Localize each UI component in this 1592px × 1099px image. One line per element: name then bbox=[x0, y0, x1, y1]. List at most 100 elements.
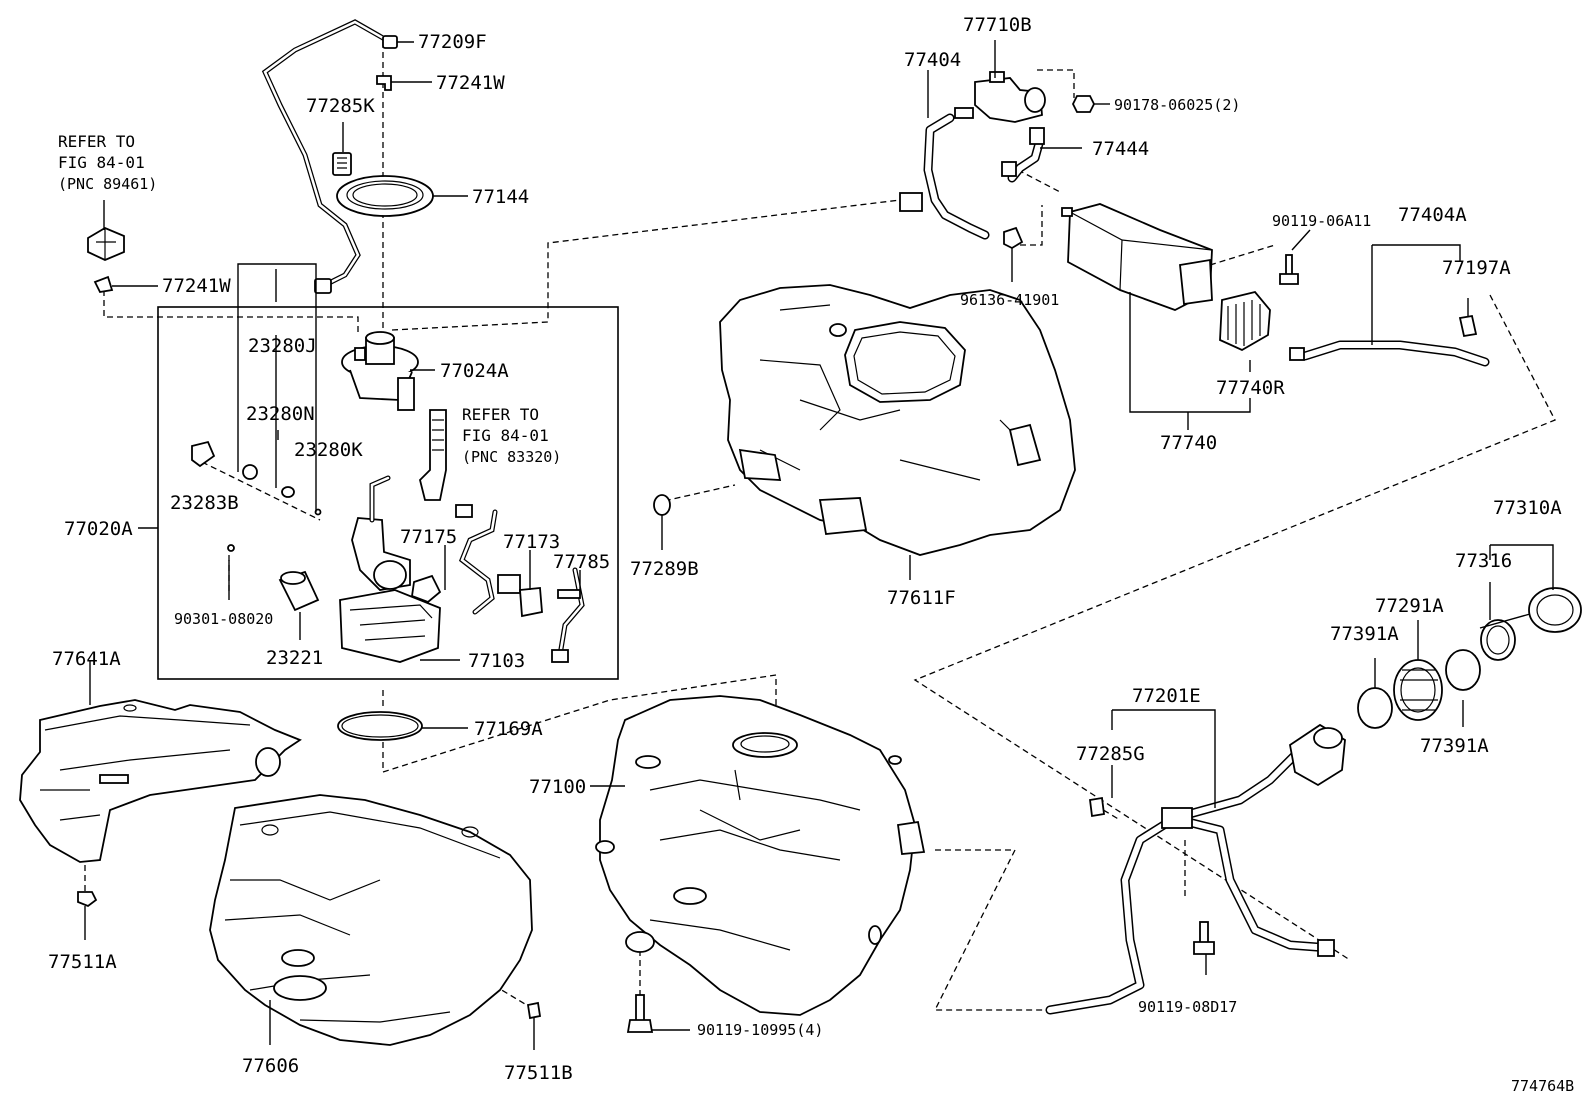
label-23280k: 23280K bbox=[294, 439, 363, 461]
pump-motor-23221 bbox=[278, 570, 320, 612]
label-77391a-left: 77391A bbox=[1330, 623, 1399, 645]
refer-mid-line3: (PNC 83320) bbox=[462, 448, 561, 466]
label-90119-10995: 90119-10995(4) bbox=[697, 1021, 823, 1039]
grommet-77511a bbox=[77, 891, 98, 908]
label-77100: 77100 bbox=[529, 776, 586, 798]
hose-77404 bbox=[899, 113, 990, 240]
label-77285k: 77285K bbox=[306, 95, 375, 117]
fuel-tank-77100 bbox=[595, 695, 926, 1016]
refer-left-line1: REFER TO bbox=[58, 132, 135, 151]
label-77444: 77444 bbox=[1092, 138, 1149, 160]
protector-77606 bbox=[209, 794, 533, 1046]
label-77316: 77316 bbox=[1455, 550, 1512, 572]
leader-lines bbox=[84, 40, 1554, 1050]
clip-77241w-top bbox=[376, 75, 392, 91]
hose-77404a bbox=[1289, 340, 1490, 367]
label-77606: 77606 bbox=[242, 1055, 299, 1077]
label-77391a-right: 77391A bbox=[1420, 735, 1489, 757]
label-77024a: 77024A bbox=[440, 360, 509, 382]
label-77511a: 77511A bbox=[48, 951, 117, 973]
canister-77740 bbox=[1061, 203, 1213, 311]
clip-96136-41901 bbox=[1003, 226, 1024, 250]
label-23283b: 23283B bbox=[170, 492, 239, 514]
clip-77285g bbox=[1088, 796, 1106, 818]
label-77404: 77404 bbox=[904, 49, 961, 71]
filter-parts-23280 bbox=[242, 464, 322, 516]
part-77173 bbox=[519, 587, 543, 618]
protector-77641a bbox=[19, 699, 302, 863]
sender-wire-77173 bbox=[455, 504, 521, 615]
bolt-90119-10995 bbox=[626, 994, 654, 1033]
label-77241w-top: 77241W bbox=[436, 72, 505, 94]
o-ring-77391a-left bbox=[1357, 687, 1393, 729]
float-77785 bbox=[551, 567, 585, 663]
gasket-77169a bbox=[337, 711, 423, 741]
label-77285g: 77285G bbox=[1076, 743, 1145, 765]
bolt-90119-08d17 bbox=[1193, 921, 1215, 955]
filler-pipe-77201e bbox=[1045, 723, 1346, 1015]
label-77641a: 77641A bbox=[52, 648, 121, 670]
nut-90178-06025 bbox=[1071, 95, 1096, 113]
washer-77289b bbox=[653, 494, 671, 516]
refer-mid-line2: FIG 84-01 bbox=[462, 426, 549, 445]
part-77175 bbox=[411, 574, 442, 604]
pump-body bbox=[351, 475, 411, 591]
label-77201e: 77201E bbox=[1132, 685, 1201, 707]
heat-insulator-77611f bbox=[719, 284, 1076, 556]
label-90119-08d17: 90119-08D17 bbox=[1138, 998, 1237, 1016]
part-90301-08020 bbox=[227, 544, 235, 552]
ring-77291a bbox=[1393, 659, 1443, 721]
label-90178-06025: 90178-06025(2) bbox=[1114, 96, 1240, 114]
hose-77444 bbox=[1001, 127, 1045, 183]
label-23221: 23221 bbox=[266, 647, 323, 669]
label-77175: 77175 bbox=[400, 526, 457, 548]
label-77710b: 77710B bbox=[963, 14, 1032, 36]
label-77020a: 77020A bbox=[64, 518, 133, 540]
label-23280j: 23280J bbox=[248, 335, 317, 357]
label-77173: 77173 bbox=[503, 531, 560, 553]
lock-ring-77144 bbox=[336, 175, 434, 217]
label-77241w-left: 77241W bbox=[162, 275, 231, 297]
o-ring-77391a-right bbox=[1445, 649, 1481, 691]
label-77511b: 77511B bbox=[504, 1062, 573, 1084]
label-77289b: 77289B bbox=[630, 558, 699, 580]
pump-flange-77024a bbox=[341, 331, 419, 411]
sub-tank-77103 bbox=[339, 589, 441, 663]
label-77740: 77740 bbox=[1160, 432, 1217, 454]
label-77209f: 77209F bbox=[418, 31, 487, 53]
dashed-guide-lines bbox=[84, 42, 1556, 1011]
wire-harness-77209f bbox=[261, 19, 398, 294]
part-23283b bbox=[191, 440, 216, 468]
fuel-pump-assembly-frame bbox=[157, 306, 619, 680]
filter-77740r bbox=[1219, 290, 1271, 352]
refer-left-line3: (PNC 89461) bbox=[58, 175, 157, 193]
bolt-90119-06a11 bbox=[1279, 254, 1299, 285]
label-77404a: 77404A bbox=[1398, 204, 1467, 226]
refer-left-line2: FIG 84-01 bbox=[58, 153, 145, 172]
sensor-pnc-89461 bbox=[87, 226, 125, 261]
label-77291a: 77291A bbox=[1375, 595, 1444, 617]
part-number-labels: 77209F 77241W 77285K 77144 REFER TO FIG … bbox=[48, 14, 1574, 1095]
label-23280n: 23280N bbox=[246, 403, 315, 425]
label-77611f: 77611F bbox=[887, 587, 956, 609]
label-90301-08020: 90301-08020 bbox=[174, 610, 273, 628]
label-77785: 77785 bbox=[553, 551, 610, 573]
sender-gauge-arm bbox=[419, 409, 447, 501]
figure-code: 774764B bbox=[1511, 1077, 1574, 1095]
label-90119-06a11: 90119-06A11 bbox=[1272, 212, 1371, 230]
label-96136-41901: 96136-41901 bbox=[960, 291, 1059, 309]
retainer-77285k bbox=[332, 152, 352, 176]
clip-77241w-left bbox=[93, 275, 114, 293]
fuel-cap-77310a bbox=[1479, 587, 1582, 661]
clip-77197a bbox=[1458, 314, 1478, 338]
valve-77710b bbox=[954, 71, 1046, 123]
label-77103: 77103 bbox=[468, 650, 525, 672]
label-77740r: 77740R bbox=[1216, 377, 1285, 399]
refer-mid-line1: REFER TO bbox=[462, 405, 539, 424]
plug-77511b bbox=[526, 1001, 542, 1020]
label-77197a: 77197A bbox=[1442, 257, 1511, 279]
label-77144: 77144 bbox=[472, 186, 529, 208]
label-77169a: 77169A bbox=[474, 718, 543, 740]
label-77310a: 77310A bbox=[1493, 497, 1562, 519]
